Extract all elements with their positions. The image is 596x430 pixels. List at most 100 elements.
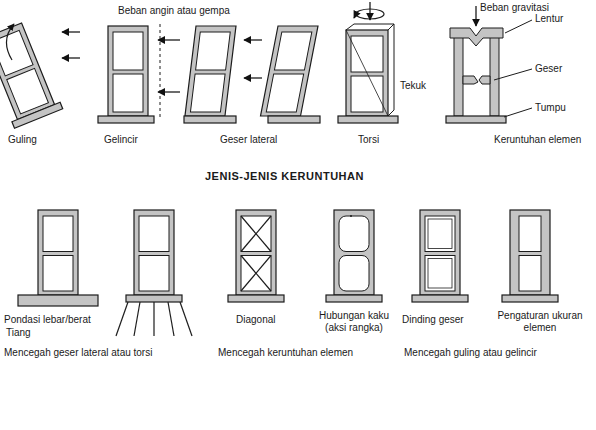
foundation-slab — [184, 116, 236, 123]
frame-outline — [510, 210, 550, 295]
diagonal-brace — [241, 216, 271, 252]
frame-outline — [38, 210, 78, 295]
frame-opening — [241, 216, 271, 252]
building-figure — [510, 210, 550, 295]
twist-edge — [346, 24, 394, 116]
foundation-slab — [98, 116, 154, 123]
figure-label: Mencegah geser lateral atau torsi — [4, 347, 152, 359]
frame-opening — [266, 74, 303, 112]
leader-line — [505, 20, 532, 33]
frame-opening — [519, 216, 541, 252]
building-figure — [334, 210, 374, 295]
figure-label: Geser — [535, 63, 562, 75]
figure-label: Geser lateral — [220, 134, 277, 146]
frame-opening — [43, 216, 73, 252]
frame-opening — [7, 68, 49, 114]
frame-outline — [346, 30, 388, 116]
figure-label: Guling — [8, 134, 37, 146]
pile — [153, 302, 154, 336]
diagram-title: JENIS-JENIS KERUNTUHAN — [205, 170, 364, 182]
foundation-slab — [18, 295, 98, 306]
diagonal-brace — [241, 256, 271, 292]
sheared-beam — [463, 76, 490, 84]
figure-label: Tiang — [6, 327, 31, 339]
frame-opening — [241, 256, 271, 292]
foundation-slab — [126, 295, 182, 302]
pile — [180, 302, 192, 336]
shear-wall-line — [428, 219, 452, 249]
figure-label: Keruntuhan elemen — [494, 134, 581, 146]
twist-line — [346, 30, 388, 116]
load-arrow — [158, 91, 180, 92]
foundation-slab — [326, 295, 382, 302]
frame-outline — [261, 26, 318, 116]
foundation-slab — [268, 116, 320, 123]
frame-outline — [185, 26, 236, 116]
leader-line — [504, 108, 532, 117]
figure-label: Tumpu — [535, 102, 566, 114]
leader-line — [494, 69, 532, 80]
load-arrow — [62, 57, 80, 58]
building-figure — [98, 26, 154, 123]
frame-opening — [196, 32, 231, 70]
figure-label: Beban angin atau gempa — [118, 5, 230, 17]
figure-label: Hubungan kaku (aksi rangka) — [314, 310, 394, 333]
figure-label: Pengaturan ukuran elemen — [490, 310, 590, 333]
frame-opening — [139, 216, 169, 252]
frame-opening — [339, 256, 369, 292]
pile — [168, 302, 174, 336]
foundation-slab — [446, 116, 506, 123]
figure-label: Torsi — [358, 134, 379, 146]
frame-opening — [339, 216, 369, 252]
building-figure — [420, 210, 460, 295]
figure-label: Lentur — [535, 13, 563, 25]
frame-opening — [519, 256, 541, 292]
frame-opening — [425, 256, 455, 292]
building-figure — [261, 26, 318, 116]
foundation-slab — [338, 116, 398, 123]
building-figure — [0, 21, 63, 129]
figure-label: Mencegah keruntuhan elemen — [218, 347, 353, 359]
frame-opening — [274, 32, 311, 70]
original-position-line — [160, 24, 161, 118]
frame-opening — [43, 256, 73, 292]
pile — [134, 302, 140, 336]
load-arrow — [354, 12, 357, 18]
pile — [116, 302, 128, 336]
column — [490, 32, 499, 116]
building-figure — [185, 26, 236, 116]
rotation-arrow — [6, 24, 14, 60]
frame-opening — [190, 74, 225, 112]
figure-label: Pondasi lebar/berat — [4, 314, 91, 326]
load-arrow — [62, 31, 80, 32]
load-arrow — [158, 39, 180, 40]
frame-opening — [0, 30, 33, 76]
foundation-slab — [12, 102, 63, 128]
figure-label: Mencegah guling atau gelincir — [404, 347, 537, 359]
column — [454, 32, 463, 116]
frame-opening — [139, 256, 169, 292]
building-figure — [236, 210, 276, 295]
diagonal-brace — [241, 216, 271, 252]
building-figure — [134, 210, 174, 295]
figure-label: Diagonal — [236, 314, 275, 326]
foundation-slab — [502, 295, 558, 302]
node-dot — [350, 215, 352, 217]
figure-label: Dinding geser — [402, 314, 464, 326]
frame-outline — [0, 23, 55, 120]
load-arrow — [369, 2, 370, 20]
load-arrow — [244, 77, 262, 78]
frame-outline — [420, 210, 460, 295]
diagonal-brace — [241, 256, 271, 292]
frame-opening — [113, 74, 143, 112]
foundation-slab — [228, 295, 284, 302]
load-arrow — [244, 39, 262, 40]
frame-outline — [334, 210, 374, 295]
frame-opening — [113, 32, 143, 70]
frame-opening — [425, 216, 455, 252]
figure-label: Tekuk — [400, 80, 426, 92]
building-figure — [38, 210, 78, 295]
shear-wall-line — [428, 259, 452, 289]
